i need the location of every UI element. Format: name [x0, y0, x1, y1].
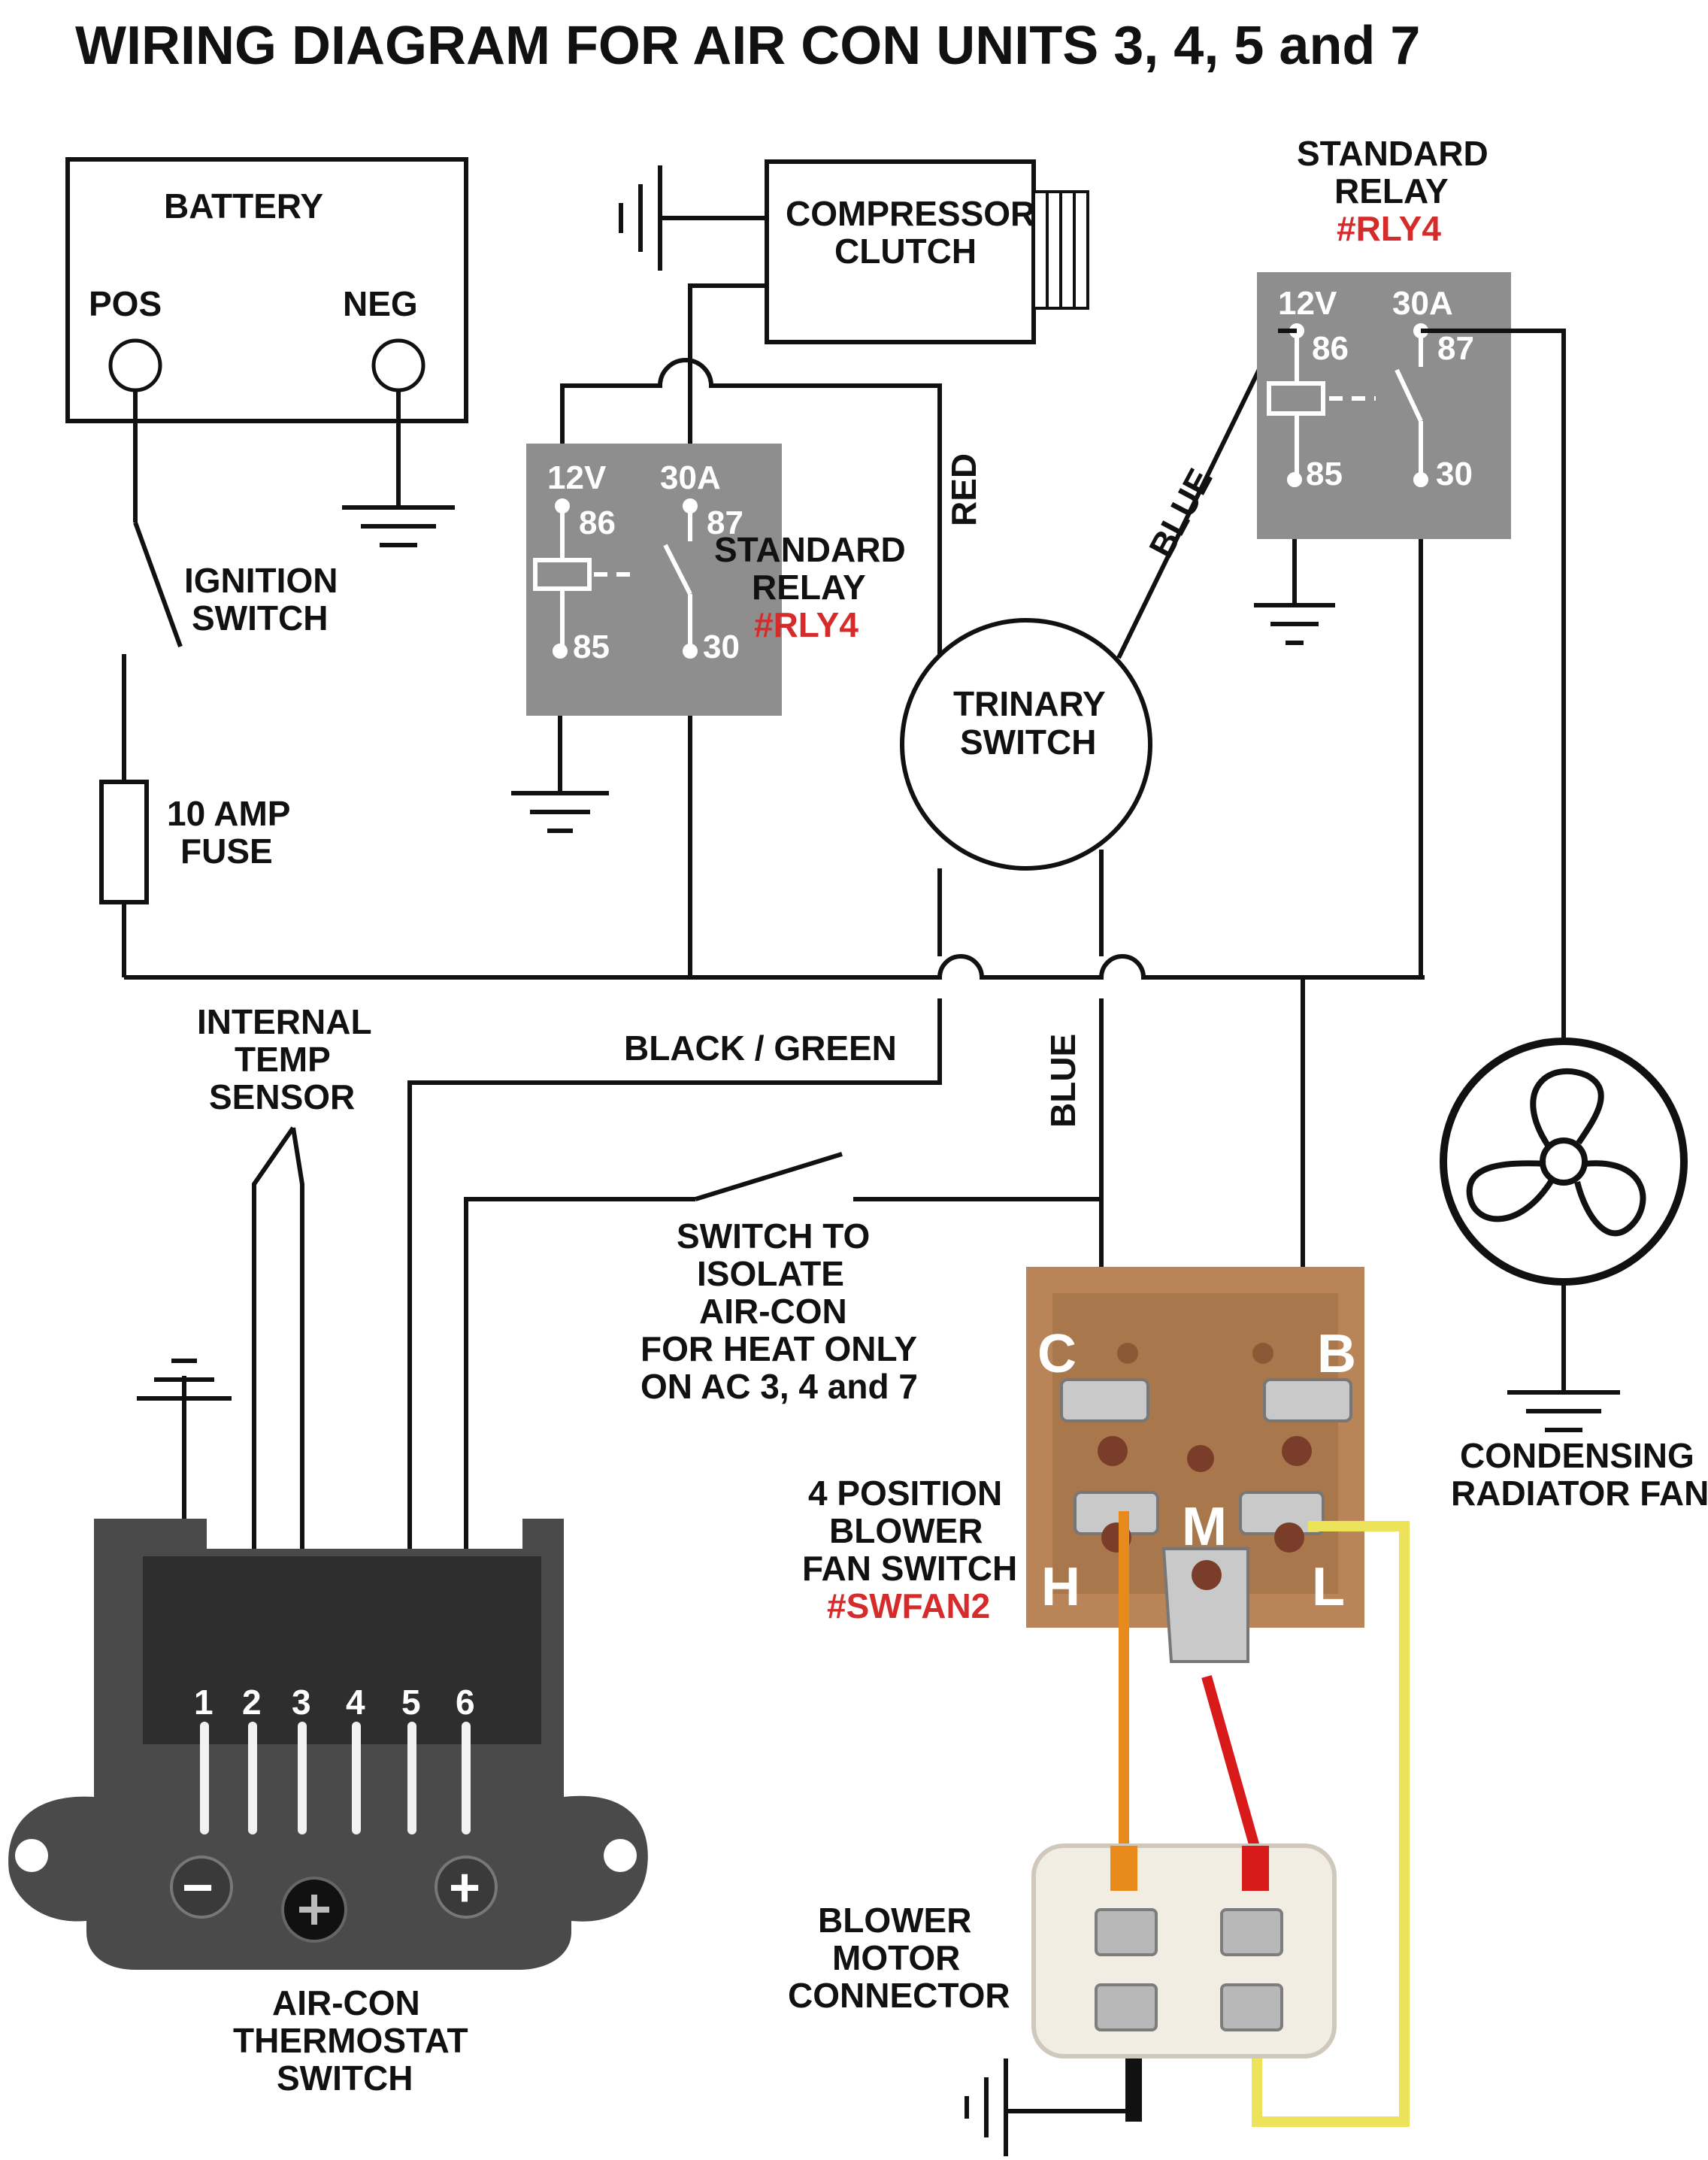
blower-connector-label-2: MOTOR: [832, 1938, 960, 1977]
ignition-label-2: SWITCH: [192, 598, 328, 638]
thermostat-pin-3: 3: [292, 1683, 311, 1722]
relay-right-86: 86: [1312, 330, 1349, 367]
wire-blue-upper-label: BLUE: [1141, 462, 1220, 564]
relay-left-87: 87: [707, 504, 743, 541]
compressor-clutch: COMPRESSOR CLUTCH: [765, 159, 1089, 344]
compressor-label-2: CLUTCH: [834, 232, 977, 271]
relay-right-87: 87: [1437, 330, 1474, 367]
fan-switch-term-h: H: [1041, 1557, 1080, 1617]
wire-blue-lower-label: BLUE: [1043, 1034, 1083, 1128]
relay-right-part: #RLY4: [1337, 209, 1441, 248]
blower-connector-label-3: CONNECTOR: [788, 1976, 1010, 2015]
blower-fan-switch[interactable]: C B H M L: [1026, 1267, 1364, 1663]
ground-compressor-icon: [619, 165, 767, 271]
isolate-switch-lever[interactable]: [695, 1152, 843, 1201]
relay-right-12v: 12V: [1278, 285, 1337, 322]
temp-sensor-label-1: INTERNAL: [197, 1002, 372, 1041]
battery-pos-terminal: [108, 338, 162, 392]
thermostat-pin-6: 6: [456, 1683, 475, 1722]
page-title: WIRING DIAGRAM FOR AIR CON UNITS 3, 4, 5…: [75, 16, 1420, 76]
battery-pos-label: POS: [89, 284, 162, 323]
ground-blower-icon: [965, 2059, 1128, 2156]
positive-feed-wire: [99, 390, 1425, 980]
thermostat-label-3: SWITCH: [277, 2059, 413, 2098]
ground-fan-icon: [1507, 1282, 1620, 1432]
relay-right-label-2: RELAY: [1334, 171, 1449, 211]
radiator-fan-icon: [1440, 1038, 1688, 1286]
relay-left-86: 86: [579, 504, 616, 541]
isolate-label-2: ISOLATE: [697, 1254, 844, 1293]
fuse-10a: [99, 780, 149, 904]
thermostat-pin-1: 1: [194, 1683, 214, 1722]
battery-neg-label: NEG: [343, 284, 418, 323]
thermostat-pin-4: 4: [346, 1683, 365, 1722]
wire-black-green-label: BLACK / GREEN: [624, 1028, 897, 1068]
relay-left-12v: 12V: [547, 459, 607, 496]
radiator-fan-label-1: CONDENSING: [1460, 1436, 1694, 1475]
thermostat-plus-icon: [435, 1856, 498, 1919]
isolate-label-1: SWITCH TO: [677, 1216, 870, 1256]
blower-connector-label-1: BLOWER: [818, 1901, 971, 1940]
battery: BATTERY POS NEG: [65, 157, 468, 423]
trinary-switch: TRINARY SWITCH: [900, 618, 1152, 871]
trinary-label-2: SWITCH: [960, 723, 1096, 762]
trinary-label-1: TRINARY: [953, 684, 1106, 723]
relay-right-85: 85: [1306, 456, 1343, 492]
isolate-switch-wiring: [464, 1152, 1101, 1684]
ignition-switch-lever[interactable]: [133, 521, 183, 648]
fan-switch-label-1: 4 POSITION: [808, 1474, 1002, 1513]
battery-label: BATTERY: [164, 186, 323, 226]
isolate-label-3: AIR-CON: [699, 1292, 847, 1331]
fuse-label-1: 10 AMP: [167, 794, 290, 833]
fuse-label-2: FUSE: [180, 832, 273, 871]
temp-sensor-label-3: SENSOR: [209, 1077, 355, 1116]
blower-motor-connector: [1031, 1843, 1337, 2059]
temp-sensor-wires: [252, 1126, 304, 1665]
thermostat-pin-2: 2: [242, 1683, 262, 1722]
isolate-label-5: ON AC 3, 4 and 7: [640, 1367, 918, 1406]
thermostat-plus: +: [449, 1858, 480, 1918]
blower-wires: [1119, 1511, 1410, 2127]
thermostat-label-1: AIR-CON: [272, 1983, 420, 2022]
battery-neg-terminal: [371, 338, 425, 392]
relay-right-30a: 30A: [1392, 285, 1453, 322]
fan-switch-term-m: M: [1182, 1497, 1227, 1557]
ignition-label-1: IGNITION: [184, 561, 338, 600]
relay-left-label-2: RELAY: [752, 568, 866, 607]
compressor-label-1: COMPRESSOR: [786, 194, 1035, 233]
fan-switch-term-l: L: [1312, 1557, 1345, 1617]
relay-left-30: 30: [703, 629, 740, 665]
fan-switch-term-c: C: [1037, 1324, 1077, 1384]
relay-left-30a: 30A: [660, 459, 721, 496]
thermostat-switch: 1 2 3 4 5 6 − +: [8, 1519, 648, 1970]
relay-left-wiring: [511, 283, 942, 977]
relay-right: 12V 30A 86 87 85 30: [1257, 272, 1511, 539]
radiator-fan-label-2: RADIATOR FAN: [1451, 1474, 1708, 1513]
thermostat-pin-5: 5: [401, 1683, 421, 1722]
relay-left-label-1: STANDARD: [714, 530, 906, 569]
relay-left-part: #RLY4: [754, 605, 859, 644]
wire-red-label: RED: [944, 453, 983, 526]
relay-right-label-1: STANDARD: [1297, 134, 1488, 173]
relay-right-30: 30: [1436, 456, 1473, 492]
thermostat-minus: −: [182, 1858, 214, 1918]
thermostat-label-2: THERMOSTAT: [233, 2021, 468, 2060]
temp-sensor-label-2: TEMP: [235, 1040, 331, 1079]
fan-switch-term-b: B: [1317, 1324, 1356, 1384]
trinary-wiring: [407, 329, 1280, 1684]
relay-left-85: 85: [573, 629, 610, 665]
fan-switch-part: #SWFAN2: [827, 1586, 990, 1625]
fan-switch-label-3: FAN SWITCH: [802, 1549, 1017, 1588]
isolate-label-4: FOR HEAT ONLY: [640, 1329, 917, 1368]
ground-battery-icon: [342, 390, 455, 547]
thermostat-minus-icon: [170, 1856, 233, 1919]
fan-switch-label-2: BLOWER: [829, 1511, 983, 1550]
relay-left: 12V 30A 86 87 85 30: [526, 444, 782, 716]
